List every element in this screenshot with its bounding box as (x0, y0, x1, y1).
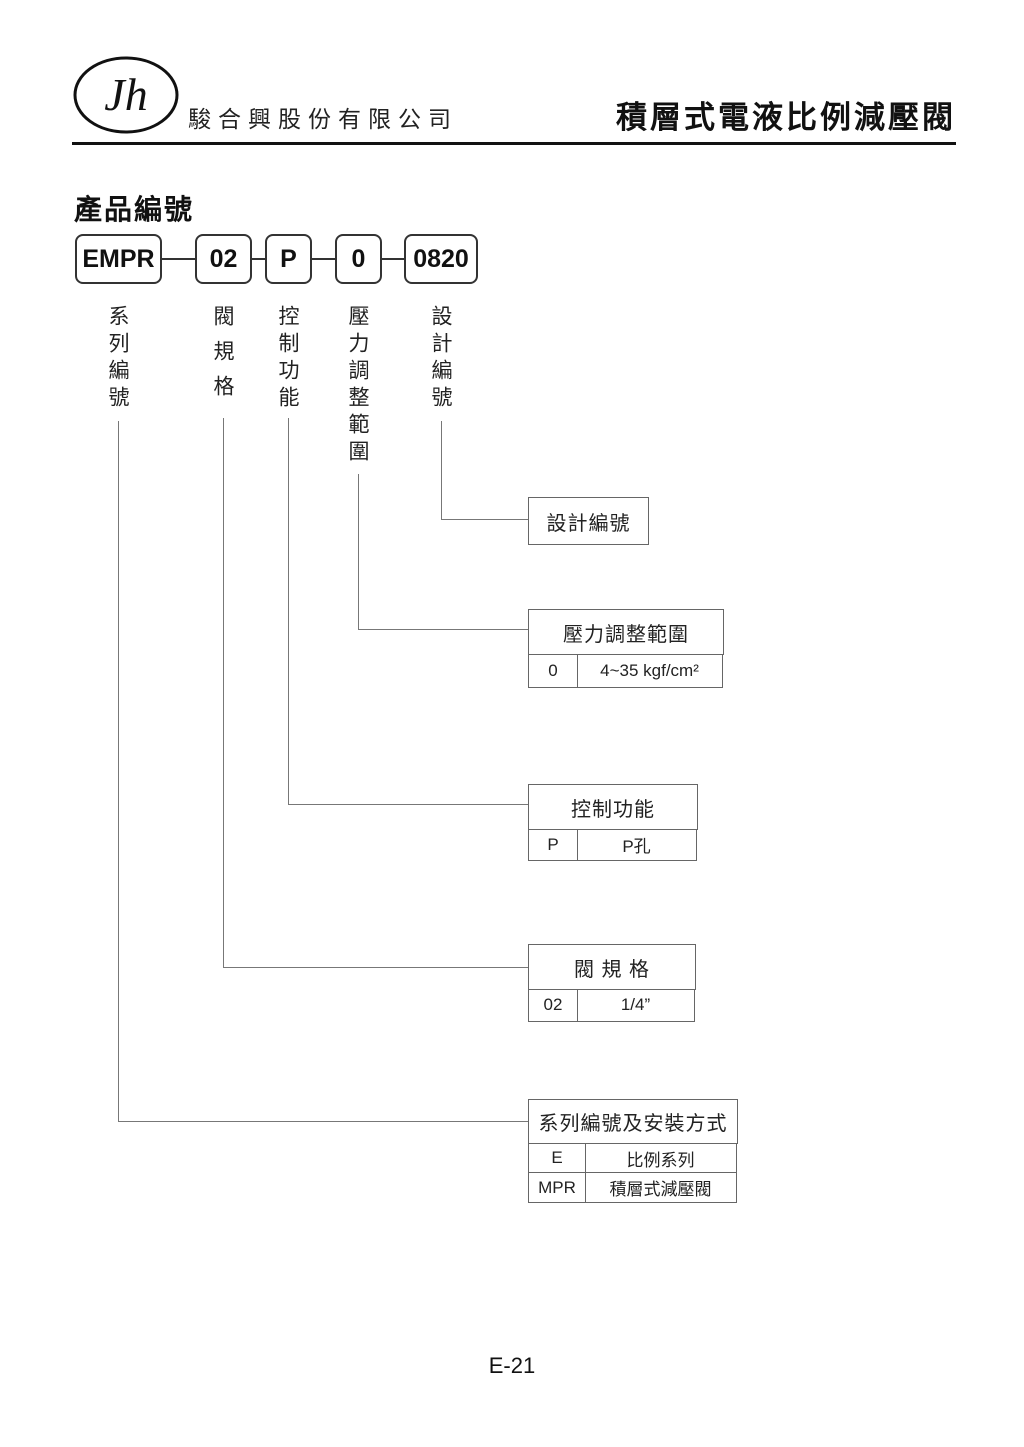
header-divider (72, 142, 956, 145)
connector-line (222, 418, 224, 968)
document-title: 積層式電液比例減壓閥 (616, 100, 956, 135)
legend-value: 1/4” (576, 988, 695, 1022)
legend-design-number: 設計編號 (528, 497, 649, 545)
section-title: 產品編號 (74, 194, 195, 225)
code-segment-pressure: 0 (335, 234, 382, 284)
legend-key: MPR (528, 1172, 586, 1203)
legend-value: 4~35 kgf/cm² (576, 653, 723, 688)
segment-label-design: 設計編號 (429, 305, 452, 413)
connector-line (287, 418, 289, 805)
page-number: E-21 (488, 1353, 536, 1378)
legend-row: 0 4~35 kgf/cm² (528, 653, 724, 688)
connector-line (287, 803, 528, 805)
connector-line (222, 966, 528, 968)
legend-value: P孔 (576, 828, 697, 861)
legend-key: 02 (528, 988, 578, 1022)
legend-series-mounting: 系列編號及安裝方式 E 比例系列 MPR 積層式減壓閥 (528, 1099, 738, 1203)
code-box-link (382, 258, 404, 260)
code-segment-valve-size: 02 (195, 234, 252, 284)
code-segment-design: 0820 (404, 234, 478, 284)
legend-value: 積層式減壓閥 (584, 1172, 737, 1203)
connector-line (117, 421, 119, 1122)
legend-valve-size: 閥 規 格 02 1/4” (528, 944, 696, 1022)
legend-title: 設計編號 (528, 497, 649, 545)
legend-row: E 比例系列 (528, 1142, 738, 1174)
connector-line (357, 628, 528, 630)
code-box-link (312, 258, 335, 260)
legend-pressure-range: 壓力調整範圍 0 4~35 kgf/cm² (528, 609, 724, 688)
legend-row: MPR 積層式減壓閥 (528, 1172, 738, 1203)
legend-title: 壓力調整範圍 (528, 609, 724, 655)
legend-key: E (528, 1142, 586, 1174)
logo-ellipse-icon: Jh (73, 56, 179, 134)
code-box-link (162, 258, 195, 260)
company-name: 駿合興股份有限公司 (188, 107, 458, 132)
legend-control-function: 控制功能 P P孔 (528, 784, 698, 861)
code-segment-series: EMPR (75, 234, 162, 284)
legend-title: 閥 規 格 (528, 944, 696, 990)
legend-row: 02 1/4” (528, 988, 696, 1022)
segment-label-pressure: 壓力調整範圍 (346, 305, 369, 467)
code-segment-control: P (265, 234, 312, 284)
connector-line (440, 518, 528, 520)
legend-row: P P孔 (528, 828, 698, 861)
legend-key: 0 (528, 653, 578, 688)
segment-label-control: 控制功能 (276, 305, 299, 413)
logo-monogram: Jh (104, 69, 147, 120)
code-box-link (252, 258, 265, 260)
connector-line (440, 421, 442, 520)
connector-line (357, 474, 359, 630)
connector-line (117, 1120, 528, 1122)
legend-key: P (528, 828, 578, 861)
legend-title: 控制功能 (528, 784, 698, 830)
segment-label-valve-size: 閥規格 (211, 305, 234, 410)
legend-title: 系列編號及安裝方式 (528, 1099, 738, 1144)
legend-value: 比例系列 (584, 1142, 737, 1174)
company-logo: Jh (72, 54, 180, 136)
segment-label-series: 系列編號 (106, 305, 129, 413)
